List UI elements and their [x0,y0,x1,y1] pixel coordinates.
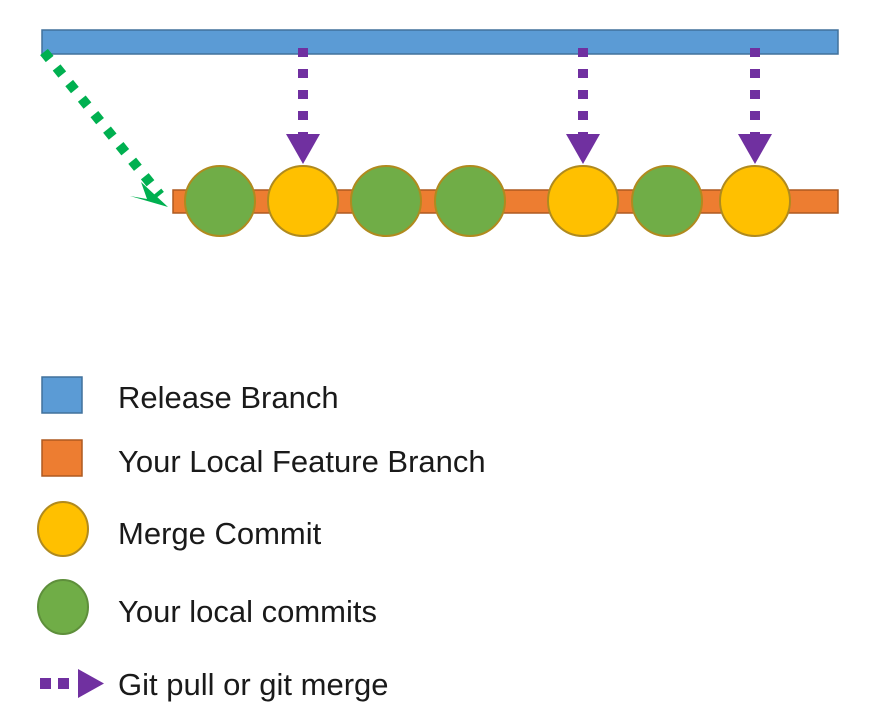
git-pull-arrow-2 [566,48,600,164]
legend-label-merge-commit: Merge Commit [118,516,322,551]
legend-item-local-commits: Your local commits [37,579,377,635]
legend-label-release-branch: Release Branch [118,380,339,415]
legend-item-release-branch: Release Branch [41,376,339,415]
legend-swatch-local-commits [37,579,89,635]
commit-node-2 [267,165,339,237]
legend-label-git-pull-or-merge: Git pull or git merge [118,667,389,702]
commit-node-4 [434,165,506,237]
commit-node-3 [350,165,422,237]
legend-swatch-release-branch [41,376,83,414]
commit-node-7 [719,165,791,237]
git-pull-arrow-3 [738,48,772,164]
legend-label-local-commits: Your local commits [118,594,377,629]
legend: Release Branch Your Local Feature Branch… [37,376,486,702]
legend-item-git-pull-or-merge: Git pull or git merge [40,667,389,702]
legend-swatch-feature-branch [41,439,83,477]
legend-item-feature-branch: Your Local Feature Branch [41,439,486,479]
legend-item-merge-commit: Merge Commit [37,501,322,557]
branch-off-arrow [40,48,168,207]
release-branch-bar [41,29,839,55]
legend-swatch-merge-commit [37,501,89,557]
git-pull-arrow-1 [286,48,320,164]
legend-swatch-dotted-arrow-icon [40,669,104,698]
commit-node-1 [184,165,256,237]
commit-node-6 [631,165,703,237]
legend-label-feature-branch: Your Local Feature Branch [118,444,486,479]
commit-node-5 [547,165,619,237]
